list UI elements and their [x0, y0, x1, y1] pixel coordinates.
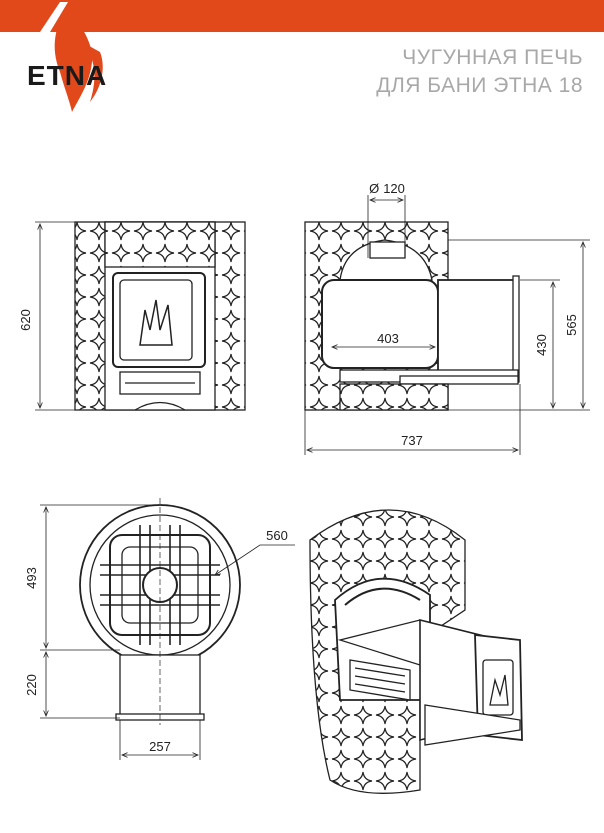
- side-view: [304, 221, 520, 411]
- page-title: ЧУГУННАЯ ПЕЧЬ ДЛЯ БАНИ ЭТНА 18: [376, 44, 583, 100]
- top-dimensions: [40, 504, 295, 760]
- dim-label-620: 620: [18, 309, 33, 331]
- top-view: [79, 498, 241, 725]
- dim-label-737: 737: [401, 433, 423, 448]
- title-line-1: ЧУГУННАЯ ПЕЧЬ: [402, 46, 583, 69]
- perspective-view: [309, 509, 523, 794]
- side-dimensions: [304, 195, 590, 455]
- dimension-front-height: [35, 221, 75, 411]
- header-accent-bar: [0, 0, 604, 32]
- title-line-2: ДЛЯ БАНИ ЭТНА 18: [376, 74, 583, 97]
- dim-label-120: 120: [383, 181, 405, 196]
- dim-label-565: 565: [564, 314, 579, 336]
- dim-label-560: 560: [266, 528, 288, 543]
- diameter-symbol: Ø: [369, 181, 379, 196]
- front-view: [74, 221, 246, 411]
- dim-label-257: 257: [149, 739, 171, 754]
- flame-logo-icon: [40, 2, 103, 112]
- dim-label-220: 220: [24, 674, 39, 696]
- dim-label-403: 403: [377, 331, 399, 346]
- dim-label-430: 430: [534, 334, 549, 356]
- dim-label-493: 493: [24, 567, 39, 589]
- brand-logo-text: ETNA: [27, 60, 108, 91]
- dim-label-chimney-diameter: Ø 120: [369, 181, 405, 196]
